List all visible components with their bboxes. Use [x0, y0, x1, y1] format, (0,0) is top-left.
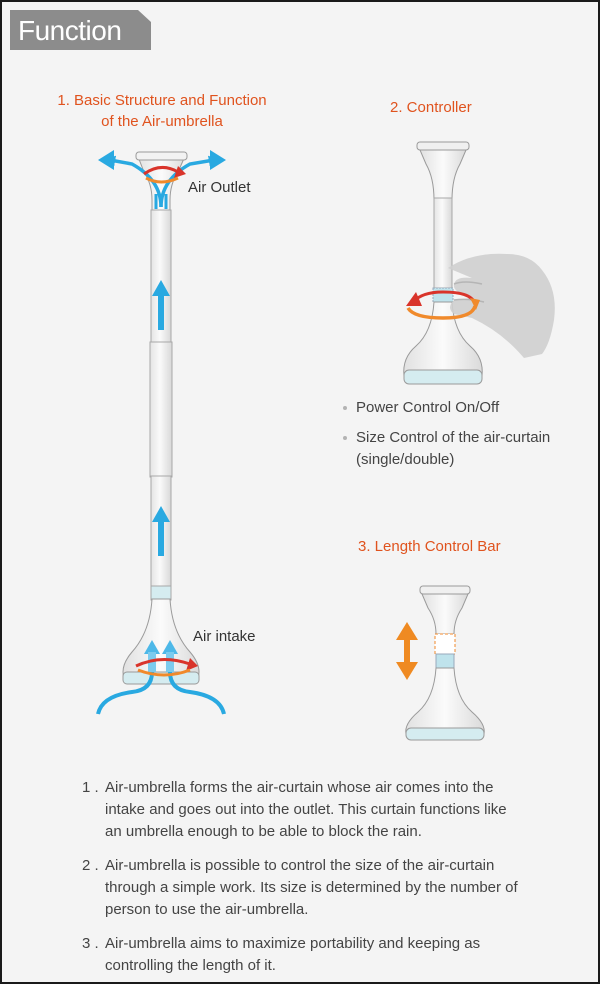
- list-item: Power Control On/Off: [342, 397, 592, 419]
- length-control-bar-illustration: [405, 585, 485, 741]
- air-outlet-label: Air Outlet: [188, 179, 251, 196]
- controller-rotation-arrow-icon: [406, 290, 480, 320]
- list-item: 1 . Air-umbrella forms the air-curtain w…: [82, 779, 507, 840]
- diagram1-title: 1. Basic Structure and Function of the A…: [57, 92, 267, 130]
- list-item: 2 . Air-umbrella is possible to control …: [82, 857, 518, 918]
- intake-rotation-arrow-icon: [135, 658, 198, 677]
- diagram2-title: 2. Controller: [390, 99, 472, 116]
- diagram3-title: 3. Length Control Bar: [358, 538, 501, 555]
- outlet-rotation-arrow-icon: [143, 166, 186, 184]
- function-notes: 1 . Air-umbrella forms the air-curtain w…: [82, 777, 522, 982]
- controller-feature-list: Power Control On/Off Size Control of the…: [342, 397, 592, 479]
- hand-icon: [448, 253, 555, 358]
- section-header-tab: Function: [10, 10, 151, 50]
- length-adjust-arrow-icon: [396, 622, 418, 680]
- airflow-up-arrow-icon: [152, 506, 170, 556]
- air-intake-arrow-icon: [96, 640, 226, 715]
- controller-illustration: [403, 141, 483, 385]
- air-intake-label: Air intake: [193, 628, 256, 645]
- list-item: 3 . Air-umbrella aims to maximize portab…: [82, 935, 481, 974]
- list-item: Size Control of the air-curtain (single/…: [342, 427, 592, 471]
- air-umbrella-structure: [122, 151, 200, 685]
- section-title: Function: [18, 15, 122, 46]
- airflow-up-arrow-icon: [152, 280, 170, 330]
